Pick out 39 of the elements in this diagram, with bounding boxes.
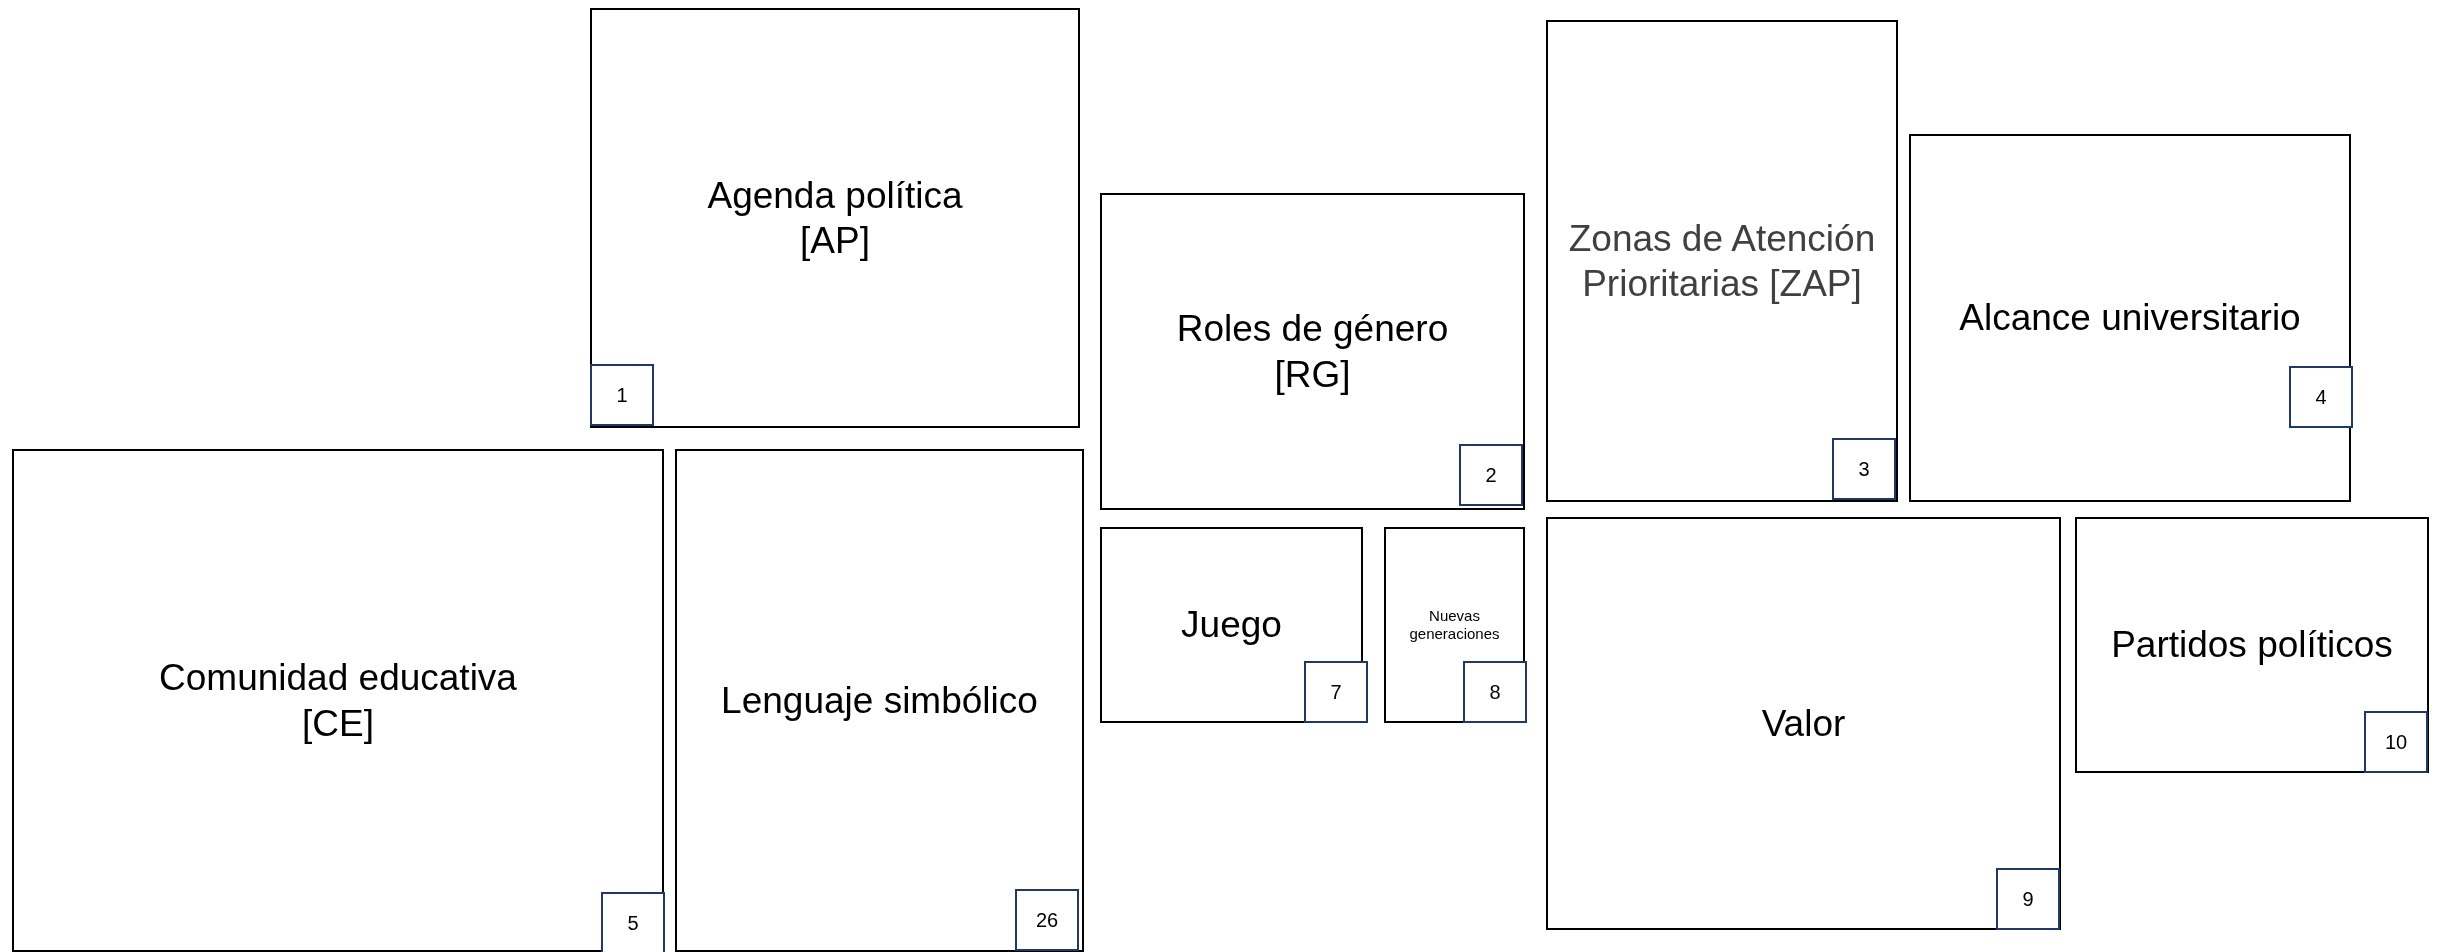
number-tag [1304, 661, 1368, 723]
concept-box [1546, 517, 2061, 930]
concept-label: Nuevas generaciones [1408, 606, 1501, 644]
concept-box [2075, 517, 2429, 773]
number-label: 7 [1330, 679, 1342, 705]
number-tag [1459, 444, 1523, 506]
concept-label: Zonas de Atención Prioritarias [ZAP] [1567, 216, 1877, 306]
concept-box [1546, 20, 1898, 502]
concept-box [1384, 527, 1525, 723]
concept-box [12, 449, 664, 952]
concept-box [1909, 134, 2351, 502]
number-tag [601, 892, 665, 952]
concept-box [675, 449, 1084, 952]
number-label: 3 [1858, 456, 1870, 482]
concept-label: Roles de género [RG] [1175, 307, 1450, 397]
concept-box [590, 8, 1080, 428]
number-label: 4 [2315, 384, 2327, 410]
concept-label: Comunidad educativa [CE] [158, 656, 518, 746]
number-label: 8 [1489, 679, 1501, 705]
concept-label: Partidos políticos [2111, 623, 2393, 668]
number-tag [1015, 889, 1079, 951]
concept-label: Juego [1181, 603, 1282, 648]
concept-box [1100, 193, 1525, 510]
number-tag [1996, 868, 2060, 930]
number-tag [1463, 661, 1527, 723]
number-tag [1832, 438, 1896, 500]
number-tag [2364, 711, 2428, 773]
concept-label: Agenda política [AP] [706, 173, 964, 263]
number-label: 10 [2384, 729, 2408, 755]
number-label: 9 [2022, 886, 2034, 912]
concept-label: Valor [1761, 701, 1846, 746]
number-tag [590, 364, 654, 426]
number-label: 26 [1035, 907, 1059, 933]
number-label: 2 [1485, 462, 1497, 488]
concept-label: Alcance universitario [1959, 296, 2301, 341]
number-tag [2289, 366, 2353, 428]
number-label: 1 [616, 382, 628, 408]
number-label: 5 [627, 910, 639, 936]
concept-label: Lenguaje simbólico [721, 678, 1038, 723]
